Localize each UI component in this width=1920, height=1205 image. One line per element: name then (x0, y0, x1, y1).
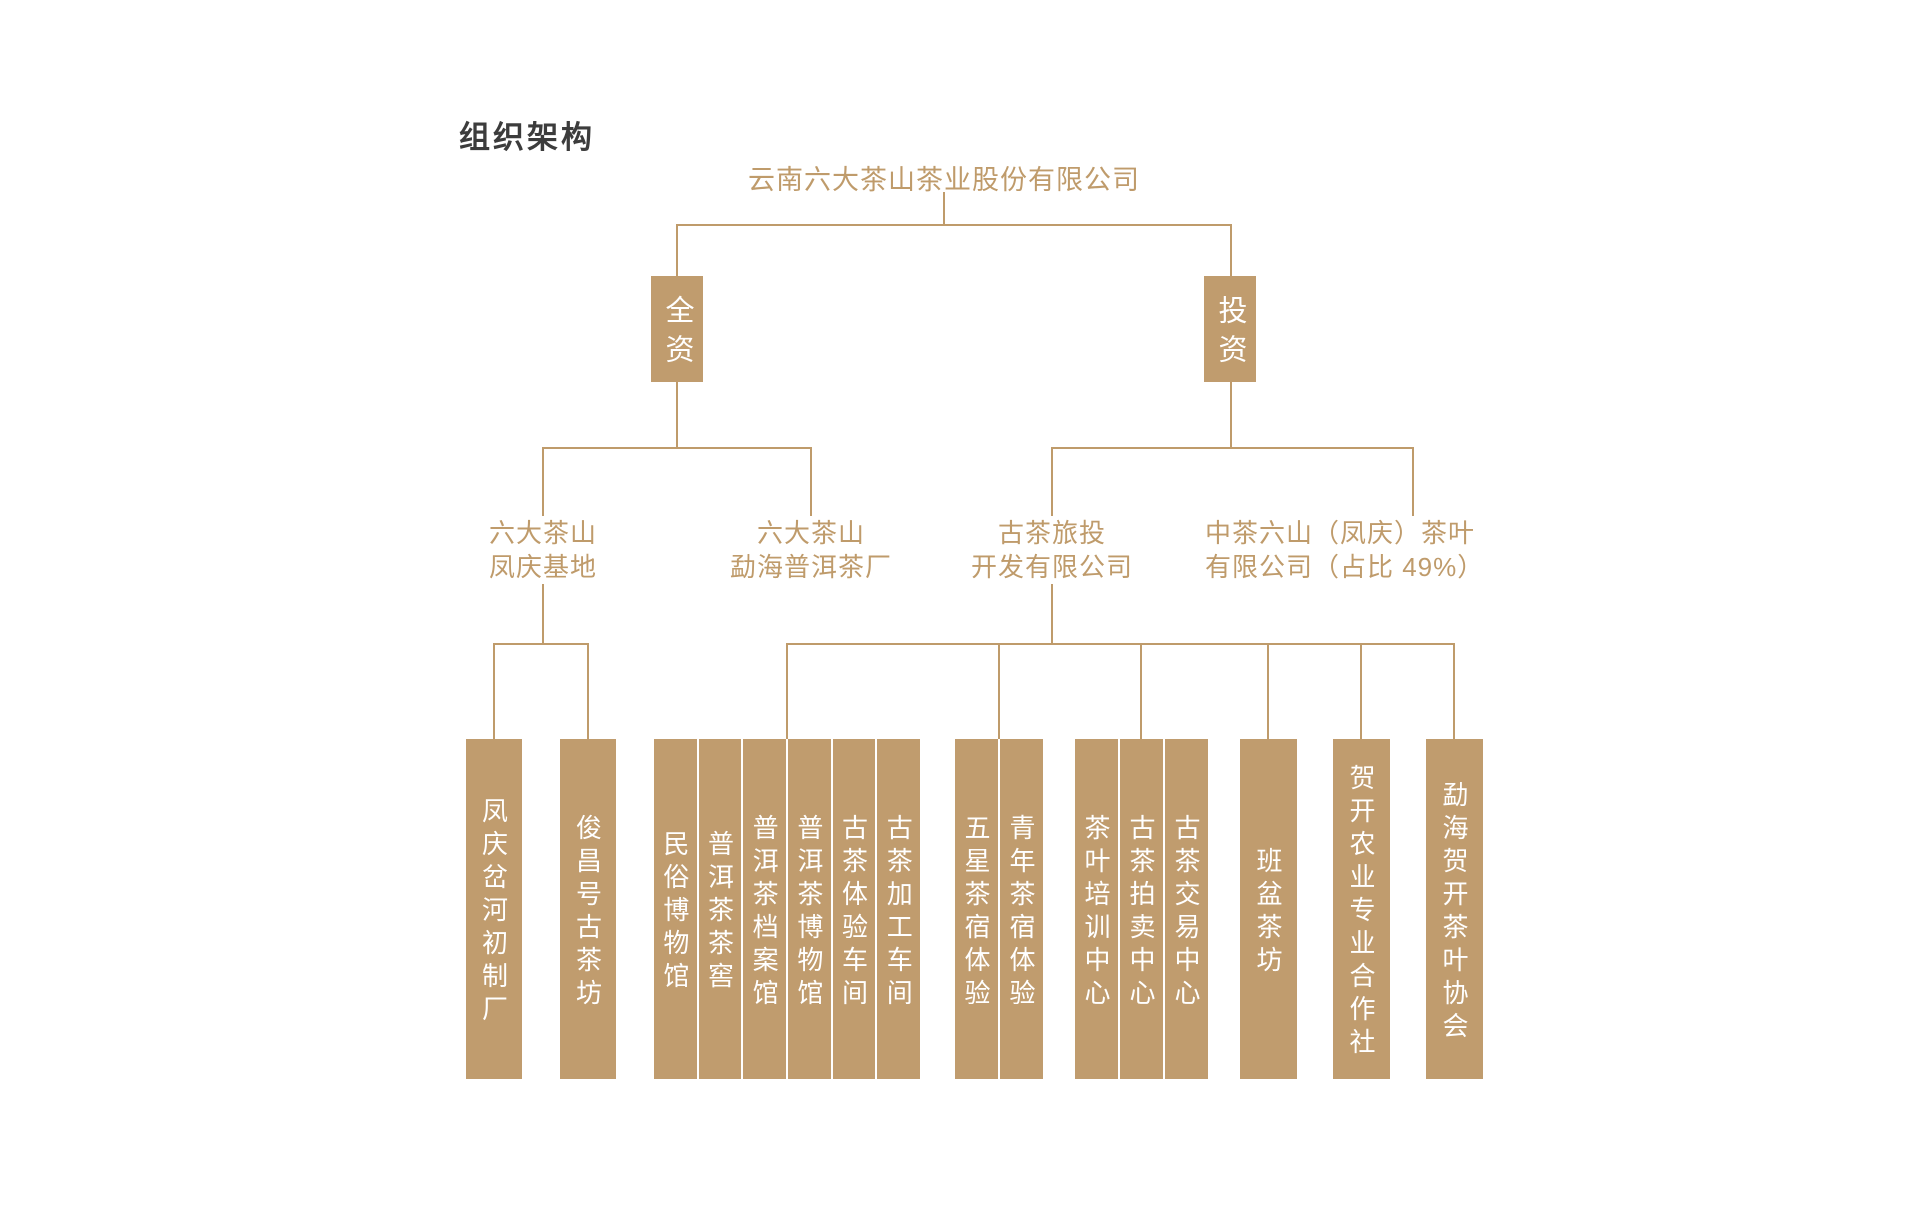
connector-line (998, 643, 1000, 739)
connector-line (1412, 447, 1414, 516)
unit-ancient-tea-processing-workshop: 古茶加工车间 (877, 739, 921, 1079)
unit-tea-auction-center: 古茶拍卖中心 (1120, 739, 1163, 1079)
unit-label: 班盆茶坊 (1253, 846, 1283, 979)
page-title: 组织架构 (459, 120, 595, 155)
connector-line (676, 382, 678, 447)
connector-line (542, 447, 812, 449)
wholly-owned-label: 全资 (661, 295, 693, 373)
unit-label: 古茶交易中心 (1171, 813, 1201, 1012)
unit-label: 五星茶宿体验 (961, 813, 991, 1012)
unit-puer-tea-archive: 普洱茶档案馆 (743, 739, 787, 1079)
unit-tea-training-center: 茶叶培训中心 (1075, 739, 1118, 1079)
connector-line (1230, 224, 1232, 276)
connector-line (1453, 643, 1455, 739)
unit-folk-museum: 民俗博物馆 (654, 739, 697, 1079)
node-zhongcha-liushan-company: 中茶六山（凤庆）茶叶 有限公司（占比 49%） (1205, 516, 1525, 584)
unit-label: 青年茶宿体验 (1006, 813, 1036, 1012)
node-label-line: 古茶旅投 (997, 518, 1106, 548)
connector-line (676, 224, 678, 276)
unit-tea-trading-center: 古茶交易中心 (1165, 739, 1208, 1079)
unit-label: 普洱茶茶窖 (704, 830, 735, 995)
unit-group-tea-lodging: 五星茶宿体验 青年茶宿体验 (955, 739, 1043, 1079)
connector-line (1051, 447, 1414, 449)
unit-youth-tea-lodge: 青年茶宿体验 (1000, 739, 1043, 1079)
connector-line (1230, 382, 1232, 447)
unit-label: 勐海贺开茶叶协会 (1439, 780, 1469, 1045)
unit-label: 普洱茶博物馆 (793, 813, 824, 1012)
unit-label: 茶叶培训中心 (1081, 813, 1111, 1012)
unit-label: 凤庆岔河初制厂 (478, 797, 509, 1028)
unit-fengqing-chahe-factory: 凤庆岔河初制厂 (466, 739, 522, 1079)
connector-line (542, 447, 544, 516)
unit-label: 古茶拍卖中心 (1126, 813, 1156, 1012)
unit-puer-tea-cellar: 普洱茶茶窖 (698, 739, 742, 1079)
connector-line (810, 447, 812, 516)
connector-line (1360, 643, 1362, 739)
connector-line (786, 643, 788, 739)
connector-line (676, 224, 1232, 226)
node-label-line: 中茶六山（凤庆）茶叶 (1205, 518, 1476, 548)
unit-hekai-agricultural-cooperative: 贺开农业专业合作社 (1333, 739, 1390, 1079)
unit-label: 贺开农业专业合作社 (1346, 764, 1376, 1061)
connector-line (542, 584, 544, 643)
node-menghai-puer-factory: 六大茶山 勐海普洱茶厂 (671, 516, 951, 584)
connector-line (786, 643, 1455, 645)
root-company-name: 云南六大茶山茶业股份有限公司 (748, 165, 1140, 195)
connector-line (493, 643, 495, 739)
node-label-line: 六大茶山 (756, 518, 865, 548)
unit-puer-tea-museum: 普洱茶博物馆 (788, 739, 831, 1079)
node-label-line: 凤庆基地 (488, 552, 597, 582)
connector-line (1051, 447, 1053, 516)
investment-label: 投资 (1214, 295, 1246, 373)
unit-ancient-tea-experience-workshop: 古茶体验车间 (832, 739, 876, 1079)
unit-label: 古茶体验车间 (838, 813, 869, 1012)
node-label-line: 勐海普洱茶厂 (729, 552, 892, 582)
node-label-line: 有限公司（占比 49%） (1205, 552, 1485, 582)
connector-line (1140, 643, 1142, 739)
investment-node: 投资 (1204, 276, 1256, 382)
connector-line (943, 192, 945, 226)
unit-label: 俊昌号古茶坊 (572, 813, 603, 1012)
unit-label: 古茶加工车间 (883, 813, 914, 1012)
connector-line (587, 643, 589, 739)
wholly-owned-node: 全资 (651, 276, 703, 382)
node-label-line: 开发有限公司 (970, 552, 1133, 582)
unit-group-tea-centers: 茶叶培训中心 古茶拍卖中心 古茶交易中心 (1075, 739, 1208, 1079)
unit-five-star-tea-lodge: 五星茶宿体验 (955, 739, 998, 1079)
connector-line (1267, 643, 1269, 739)
unit-label: 普洱茶档案馆 (749, 813, 780, 1012)
connector-line (1051, 584, 1053, 643)
connector-line (493, 643, 589, 645)
unit-group-culture-facilities: 民俗博物馆 普洱茶茶窖 普洱茶档案馆 普洱茶博物馆 古茶体验车间 古茶加工车间 (654, 739, 921, 1079)
unit-menghai-hekai-tea-association: 勐海贺开茶叶协会 (1426, 739, 1483, 1079)
unit-banpen-teahouse: 班盆茶坊 (1240, 739, 1297, 1079)
unit-label: 民俗博物馆 (659, 830, 690, 995)
node-gucha-tourism-company: 古茶旅投 开发有限公司 (912, 516, 1192, 584)
node-label-line: 六大茶山 (488, 518, 597, 548)
node-fengqing-base: 六大茶山 凤庆基地 (418, 516, 668, 584)
unit-junchanghao-ancient-teahouse: 俊昌号古茶坊 (560, 739, 616, 1079)
